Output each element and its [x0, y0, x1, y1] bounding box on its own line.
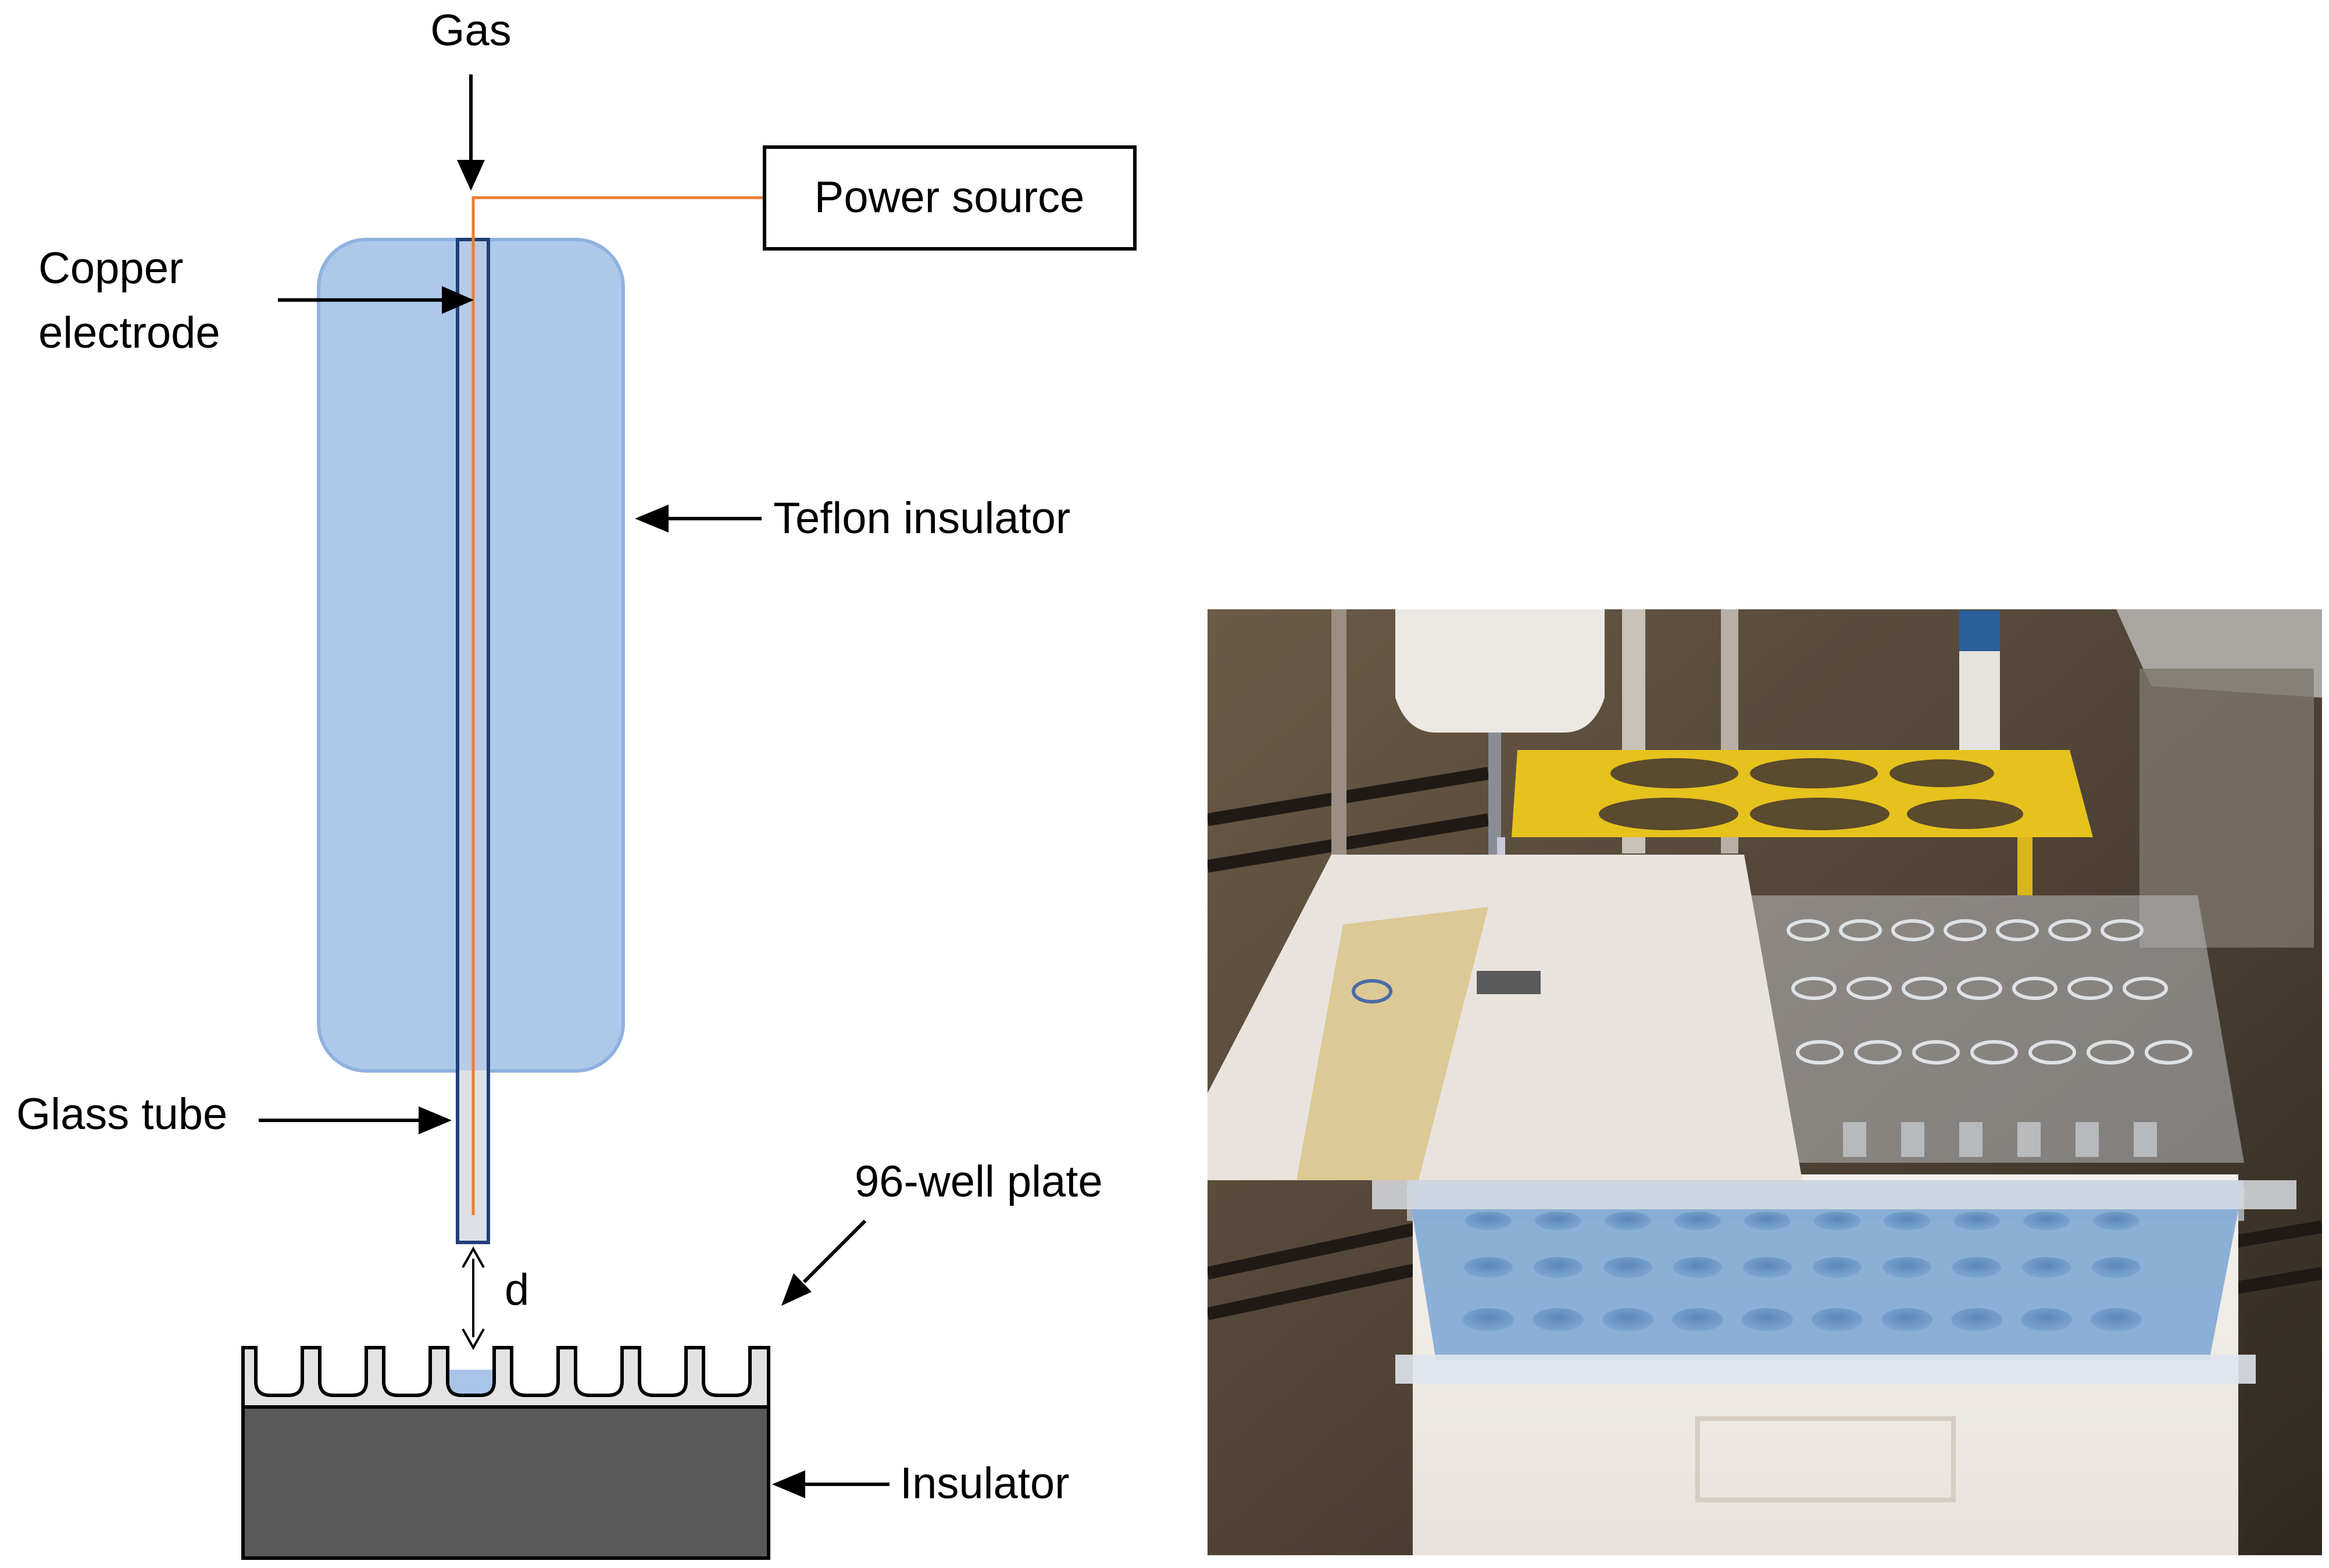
schematic-diagram: Power source Gas Copper electrode Teflon…	[16, 6, 1137, 1560]
power-source-box	[763, 145, 1137, 251]
well-liquid	[449, 1370, 492, 1394]
copper-electrode-label-line2: electrode	[38, 308, 220, 358]
copper-electrode-arrow	[278, 286, 474, 314]
power-source-label: Power source	[815, 173, 1085, 222]
glass-tube-label: Glass tube	[16, 1090, 227, 1139]
distance-arrow	[462, 1246, 485, 1351]
gas-arrow	[457, 74, 485, 191]
gas-label: Gas	[430, 6, 511, 55]
distance-label: d	[505, 1265, 529, 1315]
tip-box	[1395, 1174, 2256, 1555]
well-plate-profile	[241, 1346, 770, 1409]
teflon-insulator-label: Teflon insulator	[773, 494, 1070, 543]
well-plate-arrow	[781, 1219, 867, 1306]
insulator-arrow	[772, 1470, 890, 1498]
cardboard-mask	[1208, 855, 1802, 1180]
glass-tube-arrow	[259, 1106, 452, 1134]
teflon-insulator-arrow	[635, 505, 762, 533]
yellow-rack	[1512, 750, 2093, 895]
electrode-wire	[471, 196, 763, 1215]
insulator-block	[241, 1405, 770, 1560]
insulator-label: Insulator	[900, 1459, 1070, 1508]
well-plate-label: 96-well plate	[855, 1157, 1103, 1206]
clear-plate	[1372, 895, 2296, 1209]
copper-electrode-label-line1: Copper	[38, 244, 183, 293]
experiment-photo	[1208, 609, 2322, 1555]
